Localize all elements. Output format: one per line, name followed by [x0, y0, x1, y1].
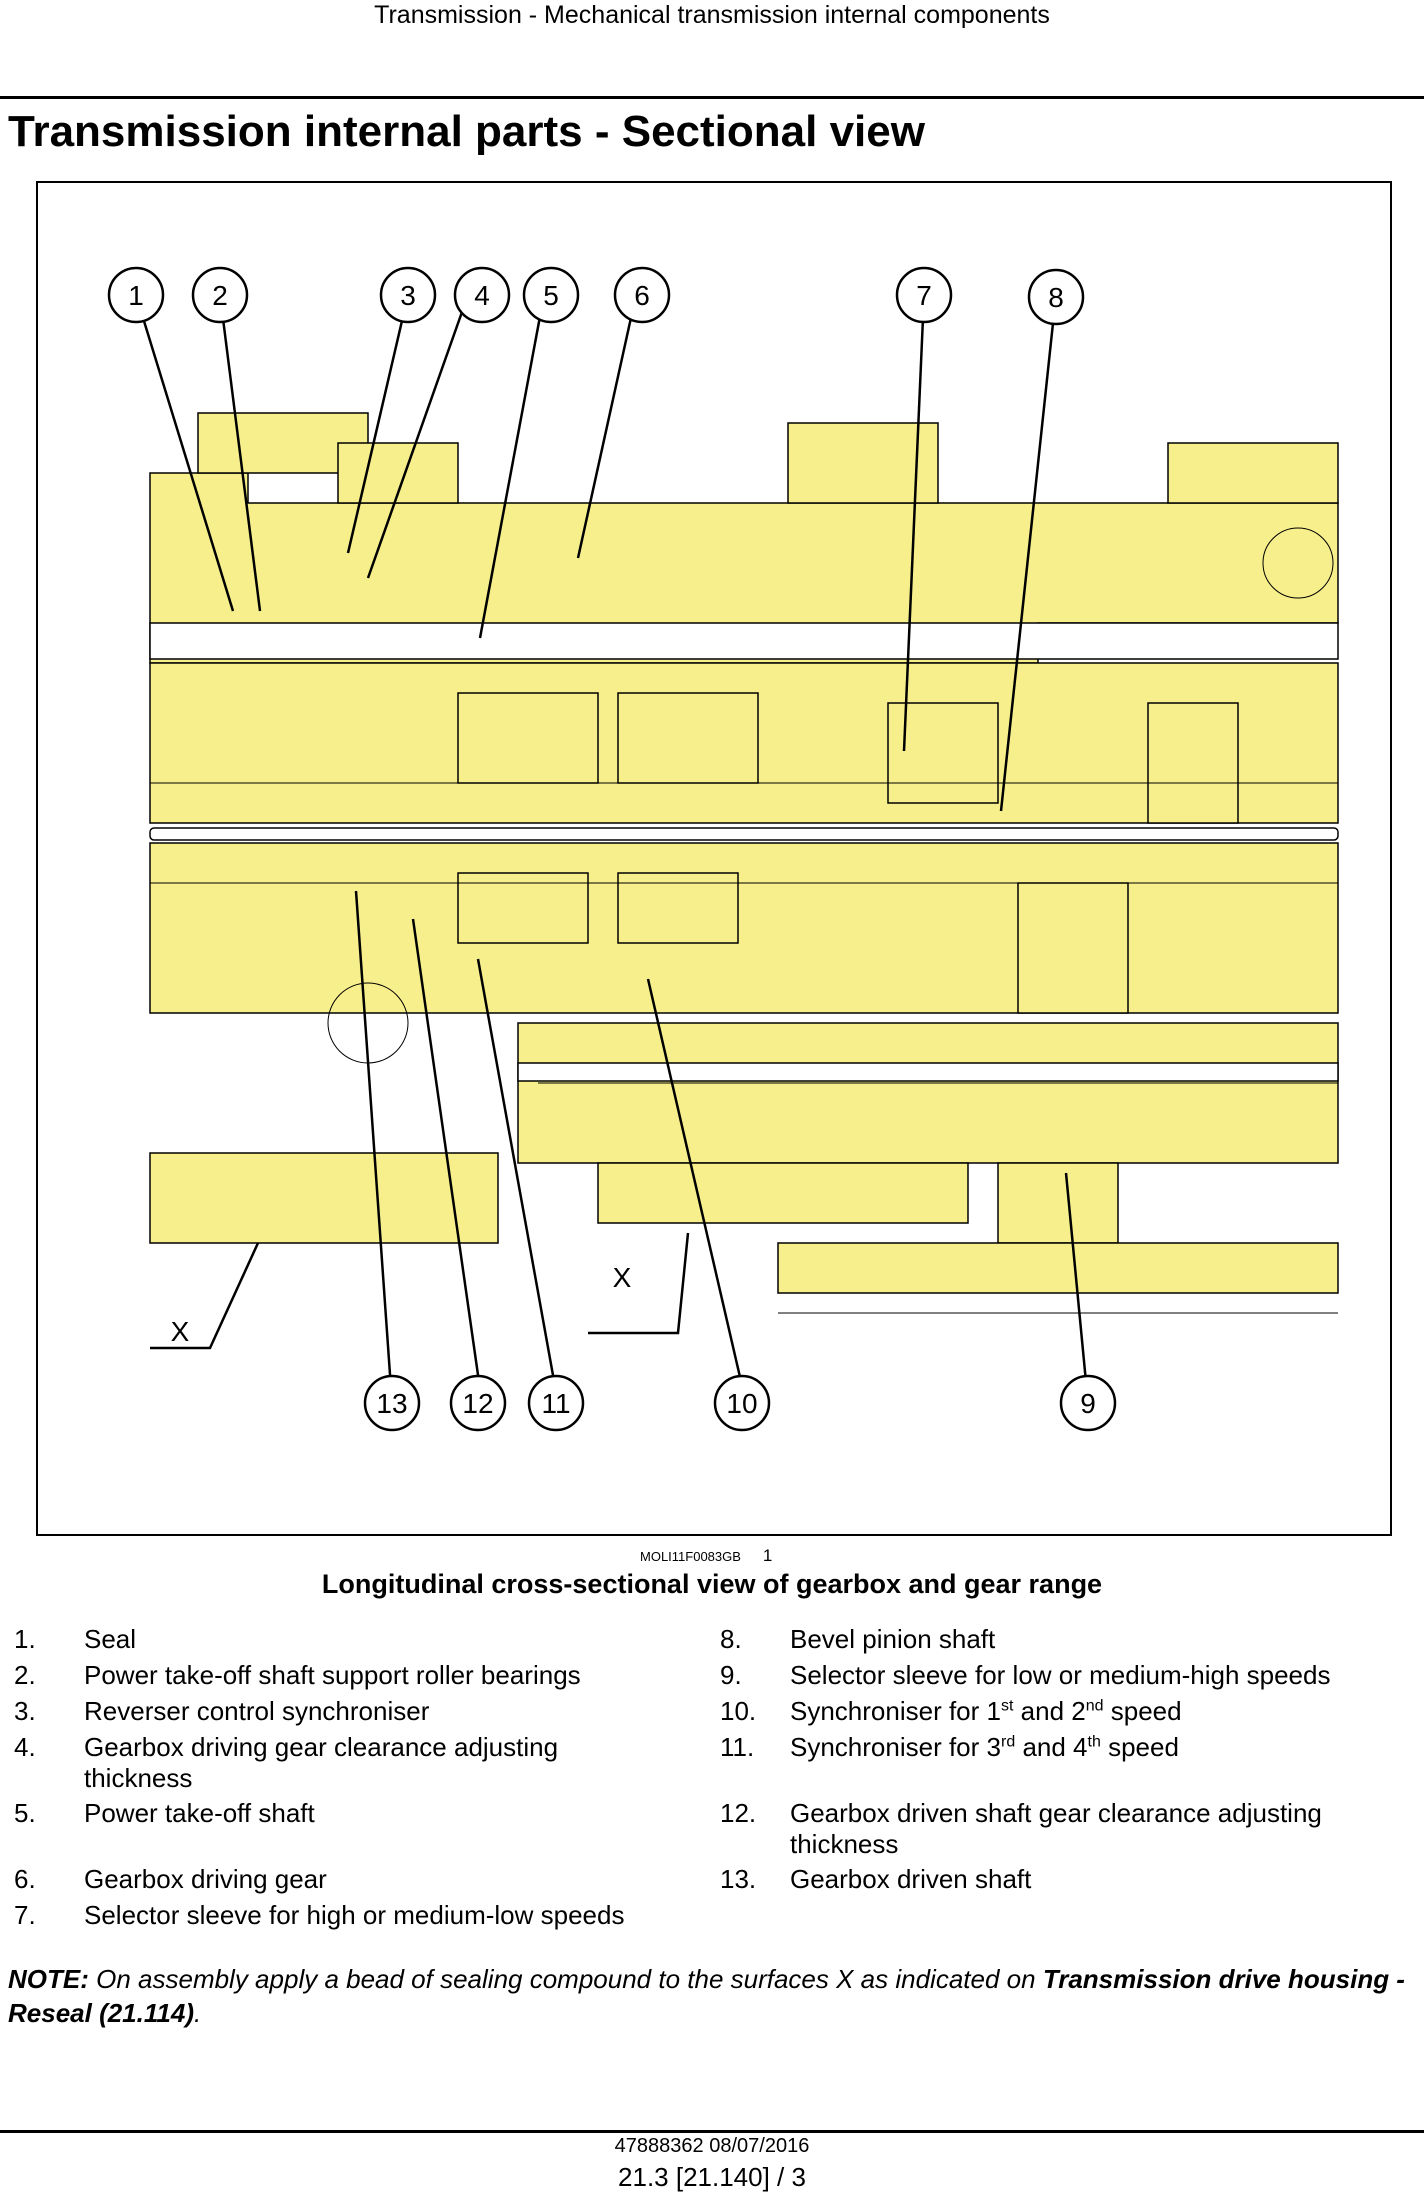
legend-item: 8.Bevel pinion shaft	[720, 1624, 996, 1654]
callout-2-label: 2	[212, 280, 228, 311]
callout-4	[453, 266, 511, 324]
callout-3	[379, 266, 437, 324]
callout-5	[522, 266, 580, 324]
legend-item: 6.Gearbox driving gear	[14, 1864, 327, 1894]
transmission-drawing: 1 2 3 4 5 6 7 8 9 10 11 12 13 X X	[107, 266, 1339, 1432]
assembly-note: NOTE: On assembly apply a bead of sealin…	[8, 1964, 1405, 2028]
callout-7-label: 7	[916, 280, 932, 311]
callout-2	[191, 266, 249, 324]
legend-item: 13.Gearbox driven shaft	[720, 1864, 1032, 1894]
legend-item: 3.Reverser control synchroniser	[14, 1696, 430, 1726]
callout-9	[1059, 1374, 1117, 1432]
callout-11-label: 11	[541, 1388, 570, 1419]
callout-6-label: 6	[634, 280, 650, 311]
callout-12-label: 12	[462, 1388, 493, 1419]
callout-7	[895, 266, 953, 324]
callout-12	[449, 1374, 507, 1432]
reference-link[interactable]: Transmission drive housing - Reseal (21.…	[8, 1964, 1405, 2028]
legend-right-column: 8.Bevel pinion shaft 9.Selector sleeve f…	[706, 1622, 1406, 1898]
callout-9-label: 9	[1080, 1388, 1096, 1419]
callout-13-label: 13	[376, 1388, 407, 1419]
legend-left-column: 1.Seal 2.Power take-off shaft support ro…	[0, 1622, 700, 1934]
callout-10	[713, 1374, 771, 1432]
legend-item: 2.Power take-off shaft support roller be…	[14, 1660, 581, 1690]
legend-item: 4.Gearbox driving gear clearance adjusti…	[14, 1732, 559, 1793]
legend-item: 5.Power take-off shaft	[14, 1798, 315, 1828]
surface-x-label-right: X	[613, 1262, 632, 1293]
callout-5-label: 5	[543, 280, 559, 311]
legend-item: 10.Synchroniser for 1st and 2nd speed	[720, 1696, 1182, 1726]
sectional-view-figure: 1 2 3 4 5 6 7 8 9 10 11 12 13 X X	[36, 181, 1392, 1536]
callout-3-label: 3	[400, 280, 416, 311]
legend-item: 7.Selector sleeve for high or medium-low…	[14, 1900, 625, 1930]
surface-x-label-left: X	[171, 1316, 190, 1347]
header-rule	[0, 96, 1424, 99]
legend-item: 11.Synchroniser for 3rd and 4th speed	[720, 1732, 1179, 1762]
callout-6	[613, 266, 671, 324]
page-number: 21.3 [21.140] / 3	[618, 2162, 806, 2192]
callout-4-label: 4	[474, 280, 490, 311]
callout-8-label: 8	[1048, 282, 1064, 313]
legend-item: 12.Gearbox driven shaft gear clearance a…	[720, 1798, 1322, 1859]
figure-caption: Longitudinal cross-sectional view of gea…	[321, 1569, 1103, 1599]
document-number: 47888362 08/07/2016	[614, 2135, 810, 2157]
page-header: Transmission - Mechanical transmission i…	[374, 1, 1050, 29]
legend-item: 9.Selector sleeve for low or medium-high…	[720, 1660, 1331, 1690]
callout-1	[107, 266, 165, 324]
callout-13	[363, 1374, 421, 1432]
legend-item: 1.Seal	[14, 1624, 137, 1654]
callout-10-label: 10	[726, 1388, 757, 1419]
footer-rule	[0, 2130, 1424, 2133]
callout-11	[527, 1374, 585, 1432]
callout-8	[1027, 268, 1085, 326]
page-title: Transmission internal parts - Sectional …	[8, 107, 925, 156]
callout-1-label: 1	[128, 280, 144, 311]
